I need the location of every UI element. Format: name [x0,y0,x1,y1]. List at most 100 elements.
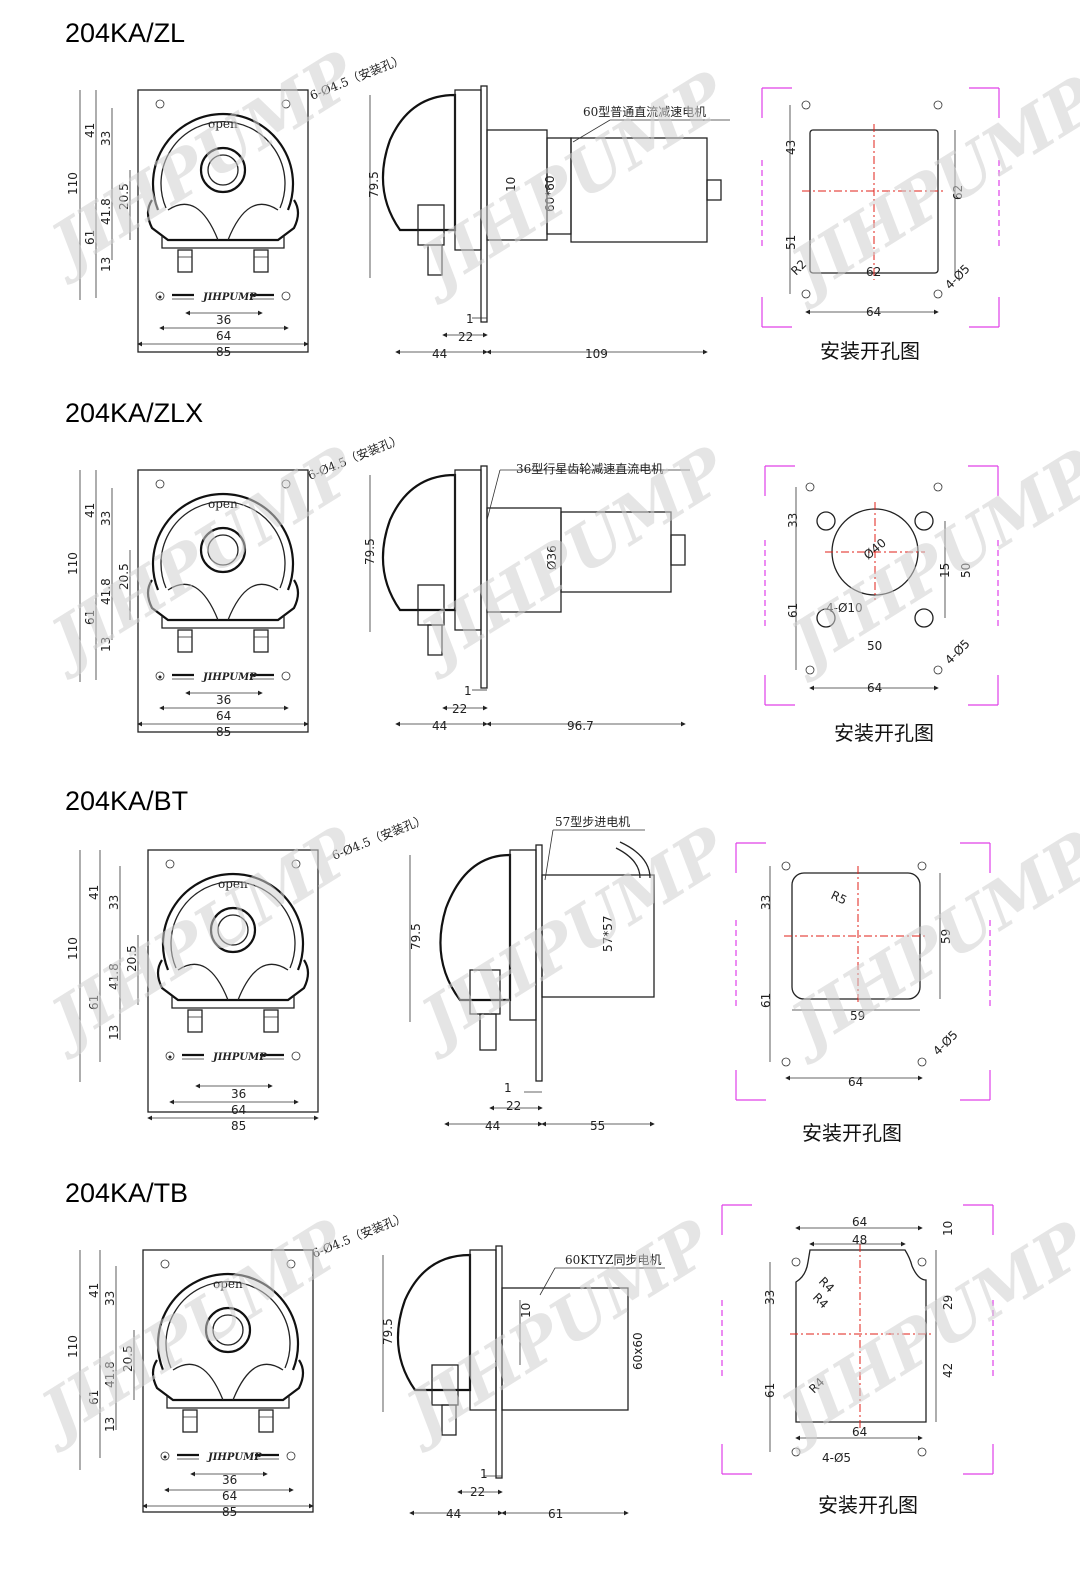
section-title-tb: 204KA/TB [65,1178,189,1208]
dim-13: 13 [107,1025,121,1040]
cutout-zlx: 33 61 15 50 50 64 Ø40 4-Ø10 4-Ø5 安装开孔图 [764,465,999,745]
open-label: open [208,497,238,511]
front-view-zlx: open JIHPUMP [136,468,310,734]
side-dim-44: 44 [485,1119,500,1133]
front-view-zl: open JIHPUMP [136,88,310,354]
side-dim-10: 10 [519,1303,533,1318]
pump-logo: JIHPUMP [201,672,257,683]
cut-dim-50v: 50 [959,563,973,578]
dim-110: 110 [66,552,80,575]
side-dim-1: 1 [504,1081,512,1095]
dim-41: 41 [87,1283,101,1298]
side-dim-d36: Ø36 [545,545,559,570]
pump-logo: JIHPUMP [201,292,257,303]
dim-13: 13 [99,257,113,272]
side-view-bt: 79.5 57*57 1 22 44 55 57型步进电机 [409,815,655,1133]
cut-small-holes: 4-Ø10 [826,601,863,615]
dim-110: 110 [66,1335,80,1358]
side-dim-57x57: 57*57 [601,915,615,952]
cut-radius: R5 [829,888,849,907]
dim-61: 61 [83,610,97,625]
dim-13: 13 [99,637,113,652]
cut-dim-29: 29 [941,1295,955,1310]
side-dim-10: 10 [504,177,518,192]
cut-dim-10: 10 [941,1221,955,1236]
dim-64: 64 [231,1103,246,1117]
cut-dim-48: 48 [852,1233,867,1247]
cutout-tb: 64 48 10 33 61 29 42 64 R4 R4 R4 4-Ø5 安装… [721,1204,994,1517]
dim-41-8: 41.8 [103,1361,117,1388]
cutout-caption-zlx: 安装开孔图 [834,721,934,745]
open-label: open [213,1277,243,1291]
side-dim-length: 55 [590,1119,605,1133]
cut-dim-43: 43 [784,140,798,155]
side-dim-60x60: 60x60 [631,1332,645,1370]
watermark: JIHPUMP [29,37,371,290]
cut-dim-59h: 59 [850,1009,865,1023]
cut-dim-62v: 62 [951,185,965,200]
cut-dim-51: 51 [784,235,798,250]
dim-41-8: 41.8 [107,963,121,990]
dim-20-5: 20.5 [121,1345,135,1372]
cut-dim-64-top: 64 [852,1215,867,1229]
cutout-caption-zl: 安装开孔图 [820,339,920,363]
dim-85: 85 [231,1119,246,1133]
dim-20-5: 20.5 [117,563,131,590]
dim-110: 110 [66,937,80,960]
cut-dim-64: 64 [848,1075,863,1089]
watermark: JIHPUMP [19,1205,361,1458]
cut-dim-61: 61 [763,1383,777,1398]
side-dim-length: 61 [548,1507,563,1521]
pump-logo: JIHPUMP [206,1452,262,1463]
side-dim-79-5: 79.5 [381,1318,395,1345]
dim-36: 36 [222,1473,237,1487]
dim-85: 85 [216,345,231,359]
watermark: JIHPUMP [769,62,1080,315]
side-dim-44: 44 [446,1507,461,1521]
side-dim-44: 44 [432,347,447,361]
dim-41: 41 [83,503,97,518]
open-label: open [218,877,248,891]
watermark: JIHPUMP [399,812,741,1065]
dim-85: 85 [222,1505,237,1519]
side-dim-22: 22 [452,702,467,716]
dim-110: 110 [66,172,80,195]
cut-dim-61: 61 [786,603,800,618]
side-dim-79-5: 79.5 [363,538,377,565]
cut-dim-33: 33 [786,513,800,528]
open-label: open [208,117,238,131]
dim-33: 33 [103,1291,117,1306]
cut-dim-64: 64 [866,305,881,319]
cut-dim-64-bottom: 64 [852,1425,867,1439]
watermark: JIHPUMP [769,435,1080,688]
cut-holes: 4-Ø5 [930,1028,960,1058]
motor-label-zlx: 36型行星齿轮减速直流电机 [516,462,663,476]
cut-holes: 4-Ø5 [822,1451,851,1465]
dim-41-8: 41.8 [99,578,113,605]
dim-36: 36 [216,693,231,707]
side-dim-22: 22 [470,1485,485,1499]
dim-64: 64 [222,1489,237,1503]
cut-dim-33: 33 [759,895,773,910]
motor-label-tb: 60KTYZ同步电机 [565,1253,662,1267]
cut-dim-59v: 59 [939,929,953,944]
side-dim-1: 1 [464,684,472,698]
dim-61: 61 [87,995,101,1010]
side-dim-22: 22 [506,1099,521,1113]
dim-64: 64 [216,329,231,343]
side-dim-1: 1 [480,1467,488,1481]
side-dim-44: 44 [432,719,447,733]
cut-holes: 4-Ø5 [942,637,972,667]
watermark: JIHPUMP [384,1205,726,1458]
dim-85: 85 [216,725,231,739]
cut-dim-64: 64 [867,681,882,695]
side-view-zl: 79.5 10 60*60 1 22 44 109 60型普通直流减速电机 [367,85,730,361]
side-dim-22: 22 [458,330,473,344]
dim-41: 41 [83,123,97,138]
dim-33: 33 [107,895,121,910]
cut-dim-50h: 50 [867,639,882,653]
cutout-caption-bt: 安装开孔图 [802,1121,902,1145]
cut-holes: 4-Ø5 [942,262,972,292]
cut-dim-33: 33 [763,1290,777,1305]
